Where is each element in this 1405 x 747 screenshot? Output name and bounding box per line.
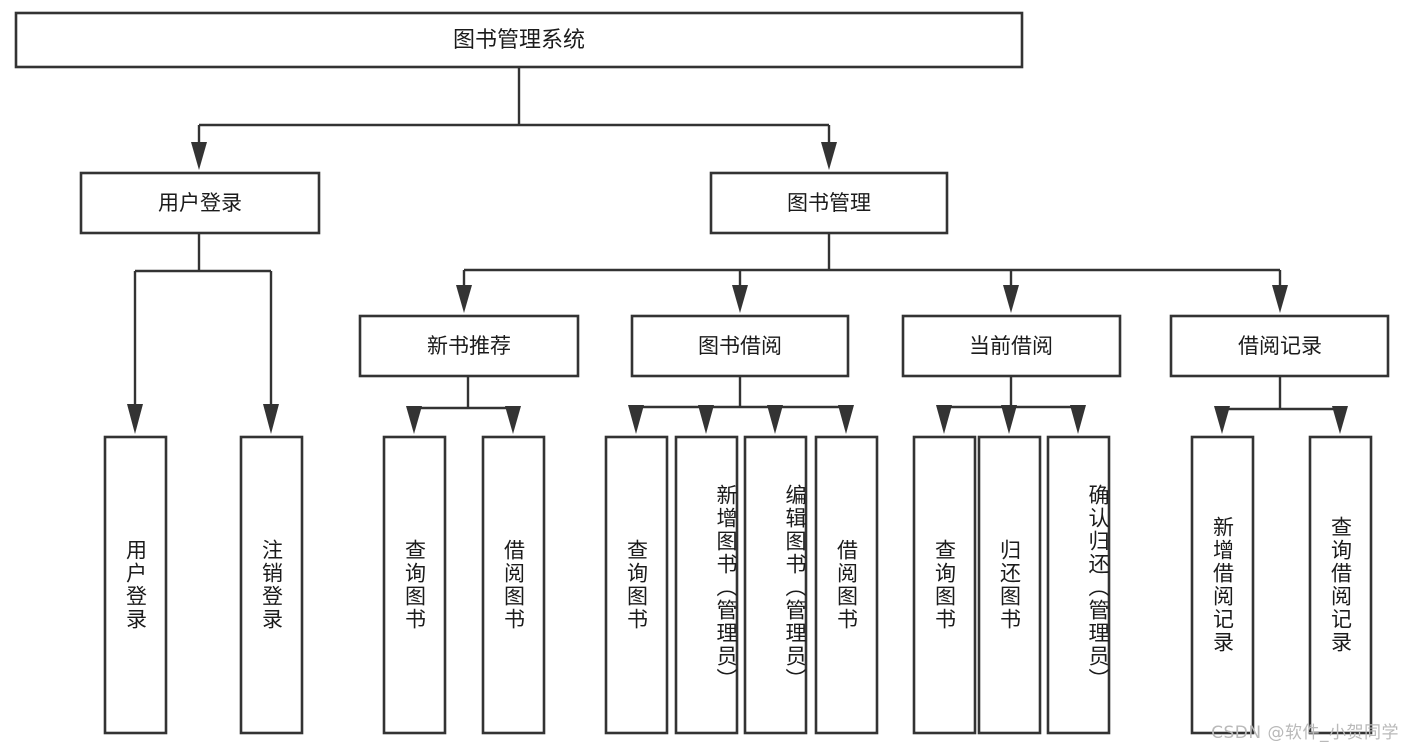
node-root[interactable]: 图书管理系统 (14, 11, 1024, 69)
node-book-borrow-label: 图书借阅 (698, 334, 782, 358)
leaf-box-user-login-1[interactable] (239, 435, 304, 735)
leaf-box-current-borrow-0[interactable] (912, 435, 977, 735)
arrow-head-new-book-recommend (456, 285, 472, 313)
arrow-head-current-borrow (1003, 285, 1019, 313)
arrow-head-user-login (191, 142, 207, 170)
node-book-manage-label: 图书管理 (787, 191, 871, 215)
connector-group-book-manage (456, 233, 1288, 313)
node-root-label: 图书管理系统 (453, 28, 585, 53)
connector-group-borrow-record (1214, 376, 1348, 434)
node-user-login-label: 用户登录 (158, 191, 242, 215)
leaf-boxes-new-book-recommend (382, 435, 546, 735)
node-root-box[interactable] (14, 11, 1024, 69)
arrow-head-leaf-user-login-0 (127, 404, 143, 434)
arrow-head-leaf-new-book-1 (505, 406, 521, 434)
leaf-boxes-book-borrow (604, 435, 879, 735)
arrow-head-borrow-record (1272, 285, 1288, 313)
arrow-head-book-borrow (732, 285, 748, 313)
node-current-borrow-label: 当前借阅 (969, 334, 1053, 358)
arrow-head-leaf-new-book-0 (406, 406, 422, 434)
arrow-head-leaf-current-borrow-0 (936, 405, 952, 434)
connector-group-user-login (127, 233, 279, 434)
node-current-borrow[interactable]: 当前借阅 (901, 314, 1122, 378)
node-new-book-recommend-box[interactable] (358, 314, 580, 378)
arrow-head-leaf-book-borrow-3 (838, 405, 854, 434)
node-new-book-recommend[interactable]: 新书推荐 (358, 314, 580, 378)
arrow-head-leaf-borrow-record-1 (1332, 406, 1348, 434)
leaf-boxes-user-login (103, 435, 304, 735)
arrow-head-leaf-current-borrow-1 (1001, 405, 1017, 434)
node-book-borrow-box[interactable] (630, 314, 850, 378)
leaf-box-current-borrow-2[interactable] (1046, 435, 1111, 735)
leaf-box-user-login-0[interactable] (103, 435, 168, 735)
node-user-login-box[interactable] (79, 171, 321, 235)
leaf-box-book-borrow-3[interactable] (814, 435, 879, 735)
arrow-head-leaf-book-borrow-1 (698, 405, 714, 434)
leaf-box-book-borrow-1[interactable] (674, 435, 739, 735)
node-book-manage[interactable]: 图书管理 (709, 171, 949, 235)
node-borrow-record-label: 借阅记录 (1238, 334, 1322, 358)
leaf-boxes-borrow-record (1190, 435, 1373, 735)
node-book-borrow[interactable]: 图书借阅 (630, 314, 850, 378)
watermark-label: CSDN @软件_小贺同学 (1211, 723, 1399, 743)
leaf-box-borrow-record-0[interactable] (1190, 435, 1255, 735)
arrow-head-book-manage (821, 142, 837, 170)
node-book-manage-box[interactable] (709, 171, 949, 235)
connector-group-new-book-recommend (406, 376, 521, 434)
node-current-borrow-box[interactable] (901, 314, 1122, 378)
node-new-book-recommend-label: 新书推荐 (427, 334, 511, 358)
connector-group-root (191, 68, 837, 170)
node-borrow-record[interactable]: 借阅记录 (1169, 314, 1390, 378)
arrow-head-leaf-book-borrow-0 (628, 405, 644, 434)
arrow-head-leaf-current-borrow-2 (1070, 405, 1086, 434)
node-user-login[interactable]: 用户登录 (79, 171, 321, 235)
leaf-box-book-borrow-0[interactable] (604, 435, 669, 735)
leaf-box-borrow-record-1[interactable] (1308, 435, 1373, 735)
leaf-boxes-current-borrow (912, 435, 1111, 735)
connector-group-book-borrow (628, 376, 854, 434)
leaf-box-book-borrow-2[interactable] (743, 435, 808, 735)
node-borrow-record-box[interactable] (1169, 314, 1390, 378)
leaf-box-new-book-0[interactable] (382, 435, 447, 735)
connector-group-current-borrow (936, 376, 1086, 434)
arrow-head-leaf-book-borrow-2 (767, 405, 783, 434)
arrow-head-leaf-borrow-record-0 (1214, 406, 1230, 434)
leaf-box-current-borrow-1[interactable] (977, 435, 1042, 735)
leaf-box-new-book-1[interactable] (481, 435, 546, 735)
arrow-head-leaf-user-login-1 (263, 404, 279, 434)
